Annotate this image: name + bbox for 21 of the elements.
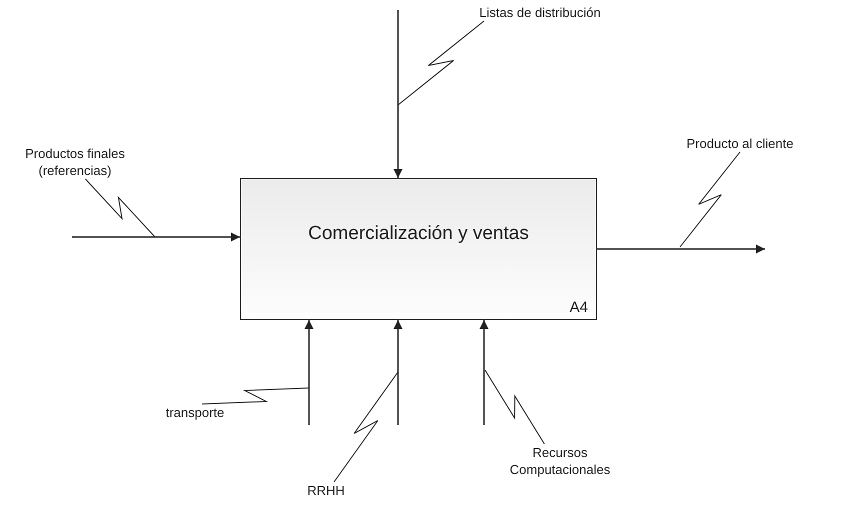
leader-line [334,372,398,482]
arrow-label: RRHH [306,482,346,499]
leader-line [202,388,310,404]
leader-line [484,370,545,444]
node-number: A4 [570,299,588,316]
arrow-label: Productos finales (referencias) [24,145,126,179]
process-box [240,178,597,320]
arrow-label: Recursos Computacionales [508,444,612,478]
arrow-label: transporte [164,404,226,421]
arrow-label: Listas de distribución [478,4,602,21]
arrow [394,10,402,178]
arrow [480,320,488,425]
arrow [304,320,314,425]
leader-line [398,20,484,106]
arrow [394,320,402,425]
process-title: Comercialización y ventas [307,223,530,245]
arrow-label: Producto al cliente [686,135,794,152]
leader-line [84,178,156,238]
arrow [597,244,765,254]
leader-line [680,152,740,248]
arrow [72,232,240,242]
